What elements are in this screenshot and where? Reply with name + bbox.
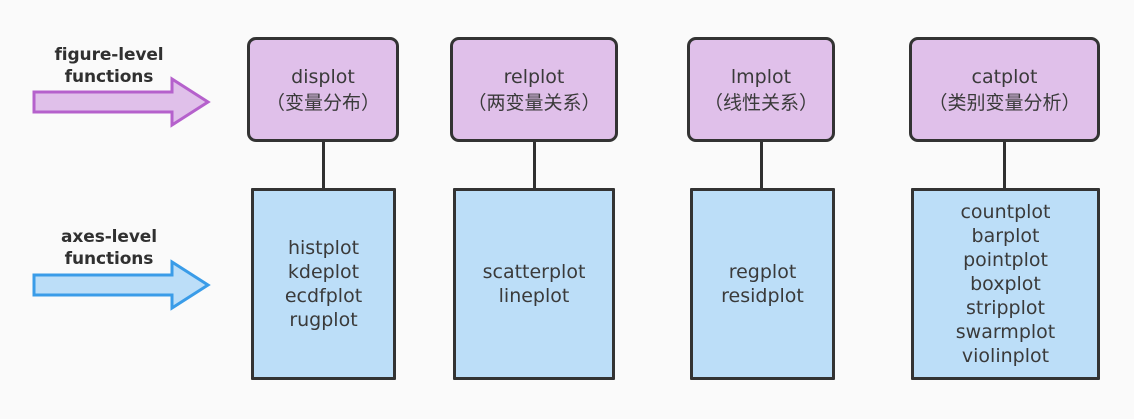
axes-function-stripplot: stripplot (966, 297, 1045, 319)
figure-node-catplot[interactable]: catplot （类别变量分析） (909, 37, 1100, 142)
figure-node-lmplot[interactable]: lmplot （线性关系） (687, 37, 835, 142)
axes-function-lineplot: lineplot (498, 285, 570, 307)
figure-level-label-line1: figure-level (54, 45, 164, 65)
figure-node-relplot[interactable]: relplot （两变量关系） (450, 37, 618, 142)
connector-lmplot (760, 141, 763, 189)
axes-function-kdeplot: kdeplot (287, 261, 360, 283)
axes-function-countplot: countplot (960, 201, 1051, 223)
figure-level-arrow-icon (32, 76, 211, 128)
figure-node-lmplot-name: lmplot (730, 65, 792, 88)
axes-node-displot-group[interactable]: histplot kdeplot ecdfplot rugplot (251, 188, 396, 380)
axes-level-label-line2: functions (64, 249, 154, 269)
figure-node-displot-name: displot (291, 65, 355, 88)
axes-node-lmplot-group[interactable]: regplot residplot (690, 188, 835, 380)
figure-node-catplot-name: catplot (971, 65, 1038, 88)
figure-node-relplot-description: （两变量关系） (467, 91, 601, 114)
axes-function-histplot: histplot (287, 237, 360, 259)
axes-function-scatterplot: scatterplot (482, 261, 586, 283)
figure-node-lmplot-description: （线性关系） (703, 91, 818, 114)
connector-catplot (1003, 141, 1006, 189)
figure-level-row-label: figure-level functions (14, 44, 204, 88)
axes-function-rugplot: rugplot (289, 309, 358, 331)
axes-function-boxplot: boxplot (970, 273, 1041, 295)
axes-function-regplot: regplot (728, 261, 797, 283)
axes-function-swarmplot: swarmplot (955, 321, 1056, 343)
axes-level-row-label: axes-level functions (14, 226, 204, 270)
axes-function-residplot: residplot (721, 285, 804, 307)
axes-node-relplot-group[interactable]: scatterplot lineplot (453, 188, 615, 380)
connector-relplot (533, 141, 536, 189)
axes-function-pointplot: pointplot (963, 249, 1048, 271)
axes-level-label-line1: axes-level (61, 227, 157, 247)
axes-level-arrow-icon (32, 259, 211, 311)
axes-function-violinplot: violinplot (961, 345, 1050, 367)
connector-displot (322, 141, 325, 189)
axes-function-barplot: barplot (971, 225, 1040, 247)
axes-node-catplot-group[interactable]: countplot barplot pointplot boxplot stri… (911, 188, 1100, 380)
figure-node-catplot-description: （类别变量分析） (928, 91, 1081, 114)
figure-level-label-line2: functions (64, 67, 154, 87)
figure-node-relplot-name: relplot (503, 65, 565, 88)
axes-function-ecdfplot: ecdfplot (284, 285, 363, 307)
figure-node-displot[interactable]: displot （变量分布） (247, 37, 399, 142)
figure-node-displot-description: （变量分布） (265, 91, 380, 114)
